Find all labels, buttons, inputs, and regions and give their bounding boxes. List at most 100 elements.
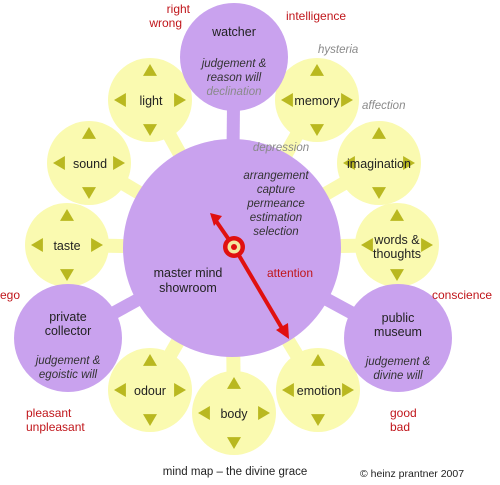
public-museum-line1: judgement & bbox=[365, 356, 431, 368]
annotation-bad: bad bbox=[390, 420, 411, 434]
arrow-down-light bbox=[143, 124, 157, 136]
circle-private-collector bbox=[14, 284, 122, 392]
node-light: light bbox=[139, 94, 163, 108]
center-depression: depression bbox=[252, 142, 310, 154]
center-title-line1: master mind bbox=[153, 266, 223, 280]
arrow-right-body bbox=[258, 406, 270, 420]
arrow-up-odour bbox=[143, 354, 157, 366]
annotation-wrong: wrong bbox=[149, 16, 182, 30]
arrow-left-taste bbox=[31, 238, 43, 252]
needle-tip bbox=[276, 323, 289, 339]
arrow-left-body bbox=[198, 406, 210, 420]
watcher-title: watcher bbox=[212, 25, 256, 39]
public-museum-title2: museum bbox=[374, 325, 422, 339]
center-function-1: arrangement bbox=[243, 170, 309, 182]
needle-hub-center bbox=[231, 244, 237, 250]
caption: mind map – the divine grace bbox=[162, 466, 308, 478]
private-collector-line1: judgement & bbox=[35, 355, 101, 367]
circle-light bbox=[108, 58, 192, 142]
annotation-pleasant: pleasant bbox=[26, 406, 72, 420]
node-taste: taste bbox=[53, 239, 81, 253]
center-function-3: permeance bbox=[247, 198, 305, 210]
annotation-unpleasant: unpleasant bbox=[26, 420, 85, 434]
circle-public-museum bbox=[344, 284, 452, 392]
arrow-up-body bbox=[227, 377, 241, 389]
watcher-declination: declination bbox=[206, 86, 262, 98]
arrow-up-taste bbox=[60, 209, 74, 221]
arrow-left-light bbox=[114, 93, 126, 107]
arrow-down-memory bbox=[310, 124, 324, 136]
arrow-left-words bbox=[361, 238, 373, 252]
circle-imagination bbox=[337, 121, 421, 205]
center-title-line2: showroom bbox=[159, 281, 217, 295]
arrow-down-odour bbox=[143, 414, 157, 426]
arrow-right-sound bbox=[113, 156, 125, 170]
arrow-up-imagination bbox=[372, 127, 386, 139]
arrow-left-emotion bbox=[282, 383, 294, 397]
circle-taste bbox=[25, 203, 109, 287]
arrow-left-memory bbox=[281, 93, 293, 107]
arrow-left-sound bbox=[53, 156, 65, 170]
arrow-down-body bbox=[227, 437, 241, 449]
private-collector-title2: collector bbox=[44, 324, 92, 338]
credit: © heinz prantner 2007 bbox=[360, 468, 465, 480]
arrow-right-memory bbox=[341, 93, 353, 107]
circle-words bbox=[355, 203, 439, 287]
needle-tail-fin bbox=[210, 213, 222, 226]
center-attention: attention bbox=[266, 266, 314, 280]
arrow-up-words bbox=[390, 209, 404, 221]
annotation-conscience: conscience bbox=[432, 288, 493, 302]
attention-needle bbox=[210, 213, 289, 339]
node-imagination: imagination bbox=[347, 157, 411, 171]
arrow-down-imagination bbox=[372, 187, 386, 199]
node-sound: sound bbox=[72, 157, 108, 171]
circle-body bbox=[192, 371, 276, 455]
arrow-right-odour bbox=[174, 383, 186, 397]
private-collector-title1: private bbox=[49, 310, 87, 324]
arrow-right-emotion bbox=[342, 383, 354, 397]
arrow-up-emotion bbox=[311, 354, 325, 366]
watcher-line2: reason will bbox=[206, 72, 262, 84]
watcher-line1: judgement & bbox=[201, 58, 267, 70]
arrow-up-light bbox=[143, 64, 157, 76]
arrow-right-imagination bbox=[403, 156, 415, 170]
arrow-right-words bbox=[421, 238, 433, 252]
arrow-up-sound bbox=[82, 127, 96, 139]
sense-circles bbox=[25, 58, 439, 455]
private-collector-line2: egoistic will bbox=[38, 369, 98, 381]
arrow-left-odour bbox=[114, 383, 126, 397]
arrow-down-words bbox=[390, 269, 404, 281]
annotation-good: good bbox=[390, 406, 417, 420]
public-museum-line2: divine will bbox=[373, 370, 423, 382]
arrow-left-imagination bbox=[343, 156, 355, 170]
public-museum-title1: public bbox=[381, 311, 415, 325]
arrow-right-light bbox=[174, 93, 186, 107]
node-odour: odour bbox=[134, 384, 166, 398]
node-memory: memory bbox=[294, 94, 340, 108]
arrow-right-taste bbox=[91, 238, 103, 252]
arrow-down-sound bbox=[82, 187, 96, 199]
node-words-2: thoughts bbox=[373, 247, 421, 261]
arrow-down-taste bbox=[60, 269, 74, 281]
center-function-2: capture bbox=[256, 184, 296, 196]
circle-emotion bbox=[276, 348, 360, 432]
circle-odour bbox=[108, 348, 192, 432]
center-function-4: estimation bbox=[249, 212, 303, 224]
circle-memory bbox=[275, 58, 359, 142]
annotation-hysteria: hysteria bbox=[318, 44, 359, 56]
node-emotion: emotion bbox=[296, 384, 342, 398]
node-words-1: words & bbox=[374, 233, 420, 247]
annotation-affection: affection bbox=[362, 100, 406, 112]
circle-watcher bbox=[180, 3, 288, 111]
annotation-intelligence: intelligence bbox=[286, 9, 347, 23]
center-function-5: selection bbox=[253, 226, 299, 238]
annotation-right: right bbox=[166, 2, 190, 16]
needle-shaft bbox=[232, 245, 285, 332]
arrow-up-memory bbox=[310, 64, 324, 76]
annotation-ego: ego bbox=[0, 288, 21, 302]
circle-sound bbox=[47, 121, 131, 205]
direction-arrows bbox=[31, 64, 433, 449]
arrow-down-emotion bbox=[311, 414, 325, 426]
